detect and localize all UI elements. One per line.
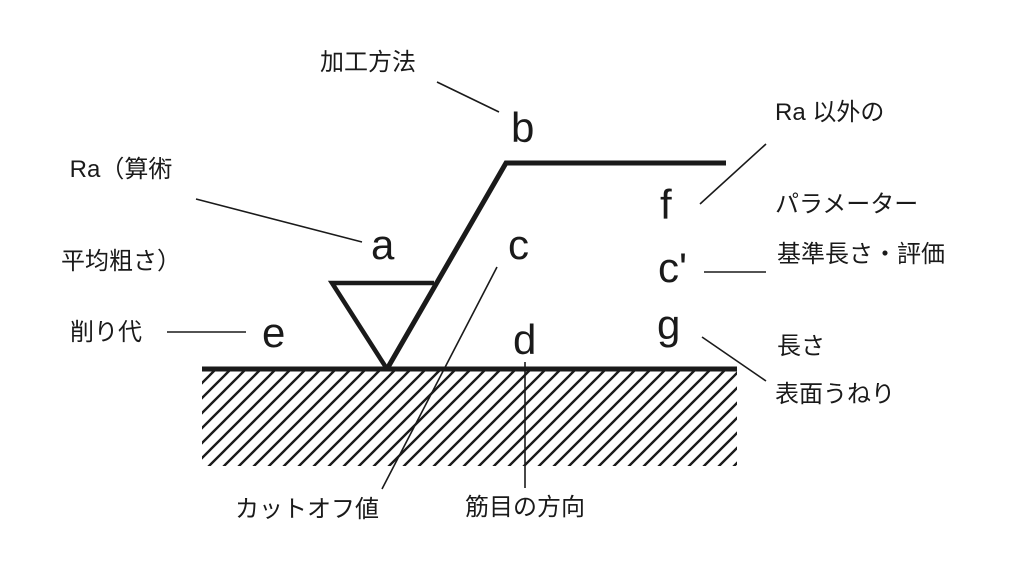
label-ra-roughness: Ra（算術 平均粗さ） — [48, 147, 194, 285]
marker-e: e — [262, 309, 286, 356]
label-non-ra-parameters-line2: パラメーター — [775, 191, 919, 218]
label-lay-direction: 筋目の方向 — [465, 494, 585, 521]
marker-g: g — [657, 301, 681, 348]
marker-c: c — [508, 221, 529, 268]
leader-machining-method — [436, 81, 500, 113]
marker-d: d — [513, 316, 537, 363]
label-reference-length: 基準長さ・評価 長さ — [777, 232, 945, 370]
marker-b: b — [511, 104, 535, 151]
leader-cutoff-value — [381, 266, 498, 490]
roughness-symbol-stem-and-bar — [384, 160, 726, 371]
label-reference-length-line2: 長さ — [777, 333, 825, 360]
label-surface-waviness: 表面うねり — [775, 381, 895, 408]
label-cutoff-value: カットオフ値 — [235, 496, 379, 523]
marker-a: a — [371, 221, 395, 268]
label-non-ra-parameters: Ra 以外の パラメーター — [775, 90, 918, 228]
label-machining-method: 加工方法 — [320, 49, 416, 76]
label-non-ra-parameters-line1: Ra 以外の — [775, 99, 885, 126]
label-ra-roughness-line1: Ra（算術 — [69, 156, 173, 183]
marker-c-prime: c' — [658, 244, 688, 291]
label-machining-allowance: 削り代 — [70, 319, 142, 346]
label-ra-roughness-line2: 平均粗さ） — [61, 248, 181, 275]
label-reference-length-line1: 基準長さ・評価 — [777, 241, 945, 268]
leader-non-ra-parameters — [699, 143, 767, 205]
leader-surface-waviness — [701, 336, 767, 382]
leader-ra-roughness — [195, 198, 363, 243]
marker-f: f — [660, 181, 672, 228]
hatch-area — [202, 371, 737, 466]
roughness-symbol-triangle — [327, 280, 434, 371]
